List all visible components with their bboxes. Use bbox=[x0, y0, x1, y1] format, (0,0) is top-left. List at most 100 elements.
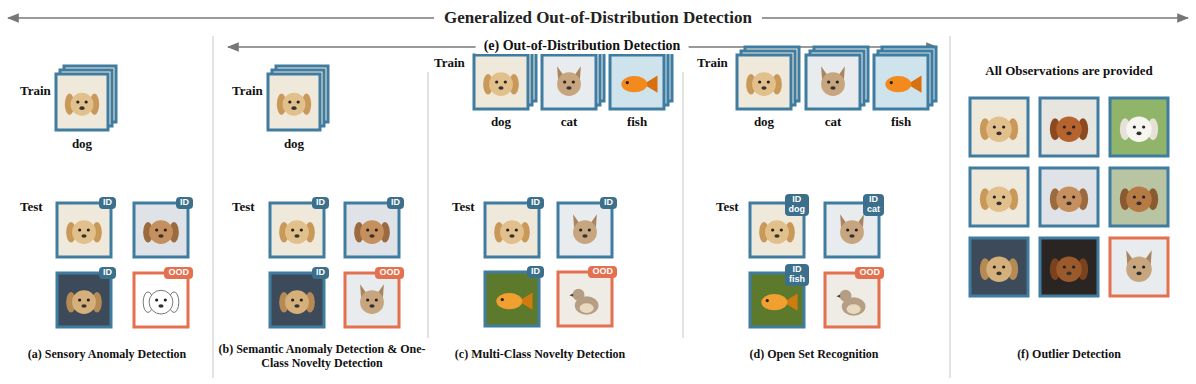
eye bbox=[563, 80, 566, 83]
photo-ground bbox=[57, 203, 111, 257]
tile-border bbox=[970, 98, 1028, 156]
tile-border bbox=[558, 272, 612, 326]
nose bbox=[582, 234, 587, 238]
panel-divider bbox=[949, 36, 950, 378]
panel-caption: (b) Semantic Anomaly Detection & One-Cla… bbox=[215, 343, 430, 371]
eye bbox=[1133, 195, 1136, 198]
cat-head bbox=[840, 220, 864, 244]
image-tile bbox=[57, 273, 111, 327]
eye bbox=[572, 80, 575, 83]
eye bbox=[78, 298, 81, 301]
nose bbox=[369, 234, 374, 238]
photo bbox=[134, 273, 188, 327]
panel-caption: (f) Outlier Detection bbox=[1017, 348, 1121, 362]
badge-text: ID bbox=[103, 268, 112, 278]
tile-border bbox=[134, 203, 188, 257]
badge-text: ID bbox=[180, 198, 189, 208]
dog-head bbox=[986, 117, 1012, 143]
id-badge: ID fish bbox=[785, 264, 809, 286]
eye bbox=[504, 80, 507, 83]
tile-border bbox=[542, 55, 596, 109]
tile-border bbox=[474, 55, 528, 109]
panel-label: cat bbox=[825, 115, 842, 130]
eye bbox=[579, 228, 582, 231]
dog-head bbox=[986, 257, 1012, 283]
eye bbox=[836, 80, 839, 83]
fish-body bbox=[496, 293, 522, 309]
image-tile bbox=[1110, 168, 1168, 226]
photo bbox=[1110, 98, 1168, 156]
photo bbox=[558, 272, 612, 326]
image-tile bbox=[57, 203, 111, 257]
dog-head bbox=[285, 290, 309, 314]
photo bbox=[610, 55, 664, 109]
eye bbox=[890, 81, 893, 84]
panel-label: Train bbox=[434, 56, 465, 71]
fish-body bbox=[885, 76, 911, 92]
panel-divider bbox=[212, 36, 213, 378]
panel-label: dog bbox=[491, 115, 511, 130]
image-tile bbox=[345, 203, 399, 257]
eye bbox=[1072, 265, 1075, 268]
eye bbox=[1063, 265, 1066, 268]
nose bbox=[294, 234, 299, 238]
photo-ground bbox=[57, 273, 111, 327]
image-tile bbox=[485, 203, 539, 257]
image-tile bbox=[134, 273, 188, 327]
tile-border bbox=[485, 203, 539, 257]
photo bbox=[345, 203, 399, 257]
tile-border bbox=[270, 273, 324, 327]
image-tile bbox=[1110, 98, 1168, 156]
image-tile bbox=[970, 98, 1028, 156]
eye bbox=[495, 80, 498, 83]
eye bbox=[1002, 195, 1005, 198]
image-tile bbox=[1110, 238, 1168, 296]
eye bbox=[506, 228, 509, 231]
eye bbox=[1142, 125, 1145, 128]
nose bbox=[761, 86, 766, 90]
panel-label: Train bbox=[232, 84, 263, 99]
nose bbox=[158, 234, 163, 238]
id-badge: ID bbox=[527, 197, 544, 209]
eye bbox=[87, 228, 90, 231]
photo bbox=[1040, 238, 1098, 296]
photo-ground bbox=[1040, 168, 1098, 226]
dog-head bbox=[72, 290, 96, 314]
dog-head bbox=[1126, 187, 1152, 213]
photo-ground bbox=[134, 203, 188, 257]
dog-head bbox=[1126, 117, 1152, 143]
panel-label: dog bbox=[284, 137, 304, 152]
photo bbox=[485, 272, 539, 326]
eye bbox=[780, 228, 783, 231]
image-tile bbox=[874, 47, 936, 109]
eye bbox=[993, 265, 996, 268]
eye bbox=[291, 228, 294, 231]
badge-text: ID fish bbox=[789, 265, 805, 285]
eye bbox=[155, 228, 158, 231]
eye bbox=[1133, 125, 1136, 128]
eye bbox=[1002, 265, 1005, 268]
dog-head bbox=[986, 187, 1012, 213]
badge-text: OOD bbox=[379, 268, 400, 278]
bird-beak bbox=[836, 295, 840, 298]
eye bbox=[1133, 265, 1136, 268]
photo bbox=[1110, 238, 1168, 296]
photo-ground bbox=[737, 55, 791, 109]
nose bbox=[1136, 272, 1141, 276]
tile-border bbox=[1040, 98, 1098, 156]
nose bbox=[1066, 202, 1071, 206]
eye bbox=[855, 228, 858, 231]
photo-ground bbox=[542, 55, 596, 109]
tile-border bbox=[737, 55, 791, 109]
fish-body bbox=[621, 76, 647, 92]
photo bbox=[270, 273, 324, 327]
photo-ground bbox=[56, 74, 108, 130]
badge-text: OOD bbox=[592, 267, 613, 277]
dog-head bbox=[765, 220, 789, 244]
badge-text: OOD bbox=[859, 268, 880, 278]
figure-title: Generalized Out-of-Distribution Detectio… bbox=[434, 8, 762, 28]
panel-label: cat bbox=[561, 115, 578, 130]
photo-ground bbox=[970, 168, 1028, 226]
id-badge: ID bbox=[99, 267, 116, 279]
